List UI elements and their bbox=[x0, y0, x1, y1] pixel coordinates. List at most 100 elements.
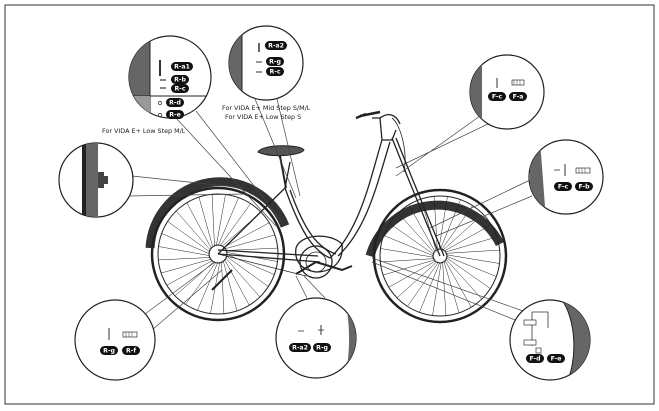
wheel-spoke bbox=[396, 261, 438, 299]
wheel-spoke bbox=[438, 196, 448, 251]
wheel-spoke bbox=[215, 194, 226, 247]
wheel-spoke bbox=[419, 261, 441, 313]
saddle bbox=[257, 145, 305, 157]
label-r-c-text: R-c bbox=[174, 86, 185, 93]
label-f-d bbox=[526, 354, 544, 363]
wheel-spoke bbox=[161, 233, 211, 255]
leader-lines bbox=[127, 98, 533, 331]
wheel-spoke bbox=[383, 235, 435, 257]
bolt-f-d-upper-icon bbox=[523, 319, 537, 326]
callout-front-fork-mid: F-c F-b bbox=[528, 139, 604, 215]
wheel-spoke bbox=[175, 210, 211, 251]
label-r-e-text: R-e bbox=[169, 112, 181, 119]
wheel-spoke bbox=[185, 261, 217, 305]
wheel-spoke bbox=[445, 258, 483, 300]
label-f-c-top bbox=[488, 92, 506, 101]
wheel-spoke bbox=[445, 257, 491, 289]
label-r-b bbox=[171, 75, 189, 84]
wheel-spoke bbox=[158, 257, 211, 261]
wheel-spoke bbox=[444, 259, 472, 308]
wheel-spoke bbox=[222, 260, 238, 311]
wheel-spoke bbox=[166, 260, 214, 286]
nut-f-e-icon bbox=[535, 347, 542, 354]
label-r-g-top-text: R-g bbox=[269, 59, 281, 66]
label-r-a1 bbox=[171, 62, 193, 71]
label-r-e bbox=[166, 110, 184, 119]
front-fender bbox=[365, 200, 505, 258]
wheel-spoke bbox=[439, 199, 461, 251]
rear-fender bbox=[145, 177, 290, 249]
wheel-spoke bbox=[383, 259, 436, 276]
fender-bracket-icon bbox=[98, 172, 108, 188]
wheel-spoke bbox=[225, 257, 261, 298]
label-r-c-top-text: R-c bbox=[269, 69, 280, 76]
label-f-b bbox=[575, 182, 593, 191]
wheel-spoke bbox=[221, 261, 225, 314]
label-r-g-mid-text: R-g bbox=[316, 345, 328, 352]
callout-rear-mid-step: R-a2 R-g R-c bbox=[228, 25, 304, 101]
wheel-spoke bbox=[442, 213, 484, 251]
bolt-r-f-icon bbox=[122, 331, 138, 338]
label-r-a2-top-text: R-a2 bbox=[268, 43, 284, 50]
label-f-a-text: F-a bbox=[513, 94, 524, 101]
wheel-spoke bbox=[388, 260, 437, 288]
wheel-spoke bbox=[167, 221, 211, 253]
label-f-a bbox=[509, 92, 527, 101]
label-f-c-top-text: F-c bbox=[492, 94, 503, 101]
callout-front-dropout: F-d F-e bbox=[509, 299, 591, 381]
bolt-f-b-icon bbox=[575, 167, 591, 174]
wheel-spoke bbox=[198, 197, 214, 248]
wheel-spoke bbox=[224, 234, 275, 250]
label-r-a2-bottom bbox=[289, 343, 311, 352]
kickstand bbox=[211, 269, 233, 291]
label-f-e bbox=[547, 354, 565, 363]
wheel-spoke bbox=[197, 261, 219, 311]
wheel-spoke bbox=[225, 253, 275, 275]
label-r-g-mid bbox=[313, 343, 331, 352]
label-f-b-text: F-b bbox=[578, 184, 590, 191]
caption-mid-step-2: For VIDA E+ Low Step S bbox=[225, 113, 301, 121]
label-r-d bbox=[166, 98, 184, 107]
front-wheel bbox=[372, 188, 508, 324]
wheel-spoke bbox=[389, 223, 435, 255]
wheel-spoke bbox=[224, 258, 250, 306]
wheel-spoke bbox=[380, 248, 435, 258]
wheel-spoke bbox=[444, 236, 497, 253]
label-r-d-text: R-d bbox=[169, 100, 181, 107]
callout-rear-low-step-ml: R-a1 R-b R-c R-d R-e bbox=[128, 35, 212, 119]
wheel-spoke bbox=[186, 202, 212, 250]
label-f-c-mid-text: F-c bbox=[558, 184, 569, 191]
callout-rear-dropout: R-g R-f bbox=[74, 299, 156, 381]
label-r-f-text: R-f bbox=[126, 348, 136, 355]
wheel-spoke bbox=[445, 254, 500, 264]
wheel-spoke bbox=[443, 224, 492, 252]
caption-low-step-ml: For VIDA E+ Low Step M/L bbox=[102, 127, 186, 135]
bolt-f-d-lower-icon bbox=[523, 339, 537, 346]
mid-drive-motor bbox=[217, 235, 353, 279]
wheel-spoke bbox=[407, 261, 439, 307]
label-r-a2-bottom-text: R-a2 bbox=[292, 345, 308, 352]
label-f-c-mid bbox=[554, 182, 572, 191]
wheel-spoke bbox=[445, 249, 500, 254]
wheel-spoke bbox=[441, 205, 473, 251]
label-r-g-bottom-text: R-g bbox=[103, 348, 115, 355]
wheel-spoke bbox=[443, 260, 460, 313]
wheel-spoke bbox=[420, 199, 437, 252]
wheel-spoke bbox=[445, 255, 497, 277]
wheel-spoke bbox=[222, 222, 270, 248]
wheel-spoke bbox=[161, 258, 212, 274]
label-f-e-text: F-e bbox=[551, 356, 562, 363]
callout-rear-chainstay: R-a2 R-g bbox=[275, 297, 357, 379]
wheel-spoke bbox=[225, 255, 269, 287]
label-r-b-text: R-b bbox=[174, 77, 186, 84]
label-r-f bbox=[122, 346, 140, 355]
label-r-c-top bbox=[266, 67, 284, 76]
wheel-spoke bbox=[217, 197, 239, 247]
label-f-d-text: F-d bbox=[529, 356, 540, 363]
callout-front-fork-top: F-c F-a bbox=[469, 54, 545, 130]
wheel-spoke bbox=[408, 204, 436, 253]
wheel-spoke bbox=[158, 246, 211, 257]
wheel-spoke bbox=[442, 261, 447, 316]
